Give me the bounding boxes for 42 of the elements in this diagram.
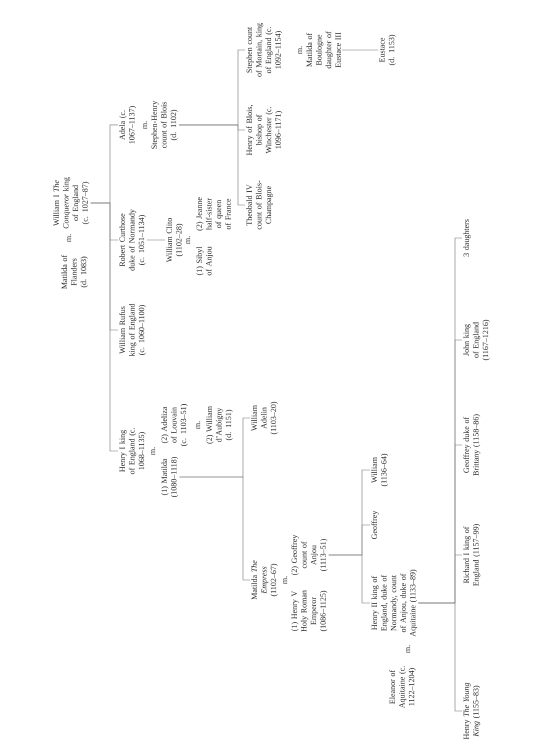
marriage-label: m. — [406, 645, 410, 653]
person-entry: Matilda of Boulogne daughter of Eustace III — [306, 31, 341, 68]
person-entry: (2) William d’Aubigny (d. 1151) — [206, 406, 233, 444]
person-entry: (1) Sibyl of Anjou — [196, 246, 214, 276]
person-entry: Theobald IV count of Blois-Champagne — [246, 180, 273, 230]
person-entry: William (1136–64) — [371, 454, 388, 486]
person-entry: Geoffrey duke of Brittany (1158–86) — [463, 414, 480, 476]
person-entry: Eleanor of Aquitaine (c. 1122–1204) — [389, 666, 416, 708]
person-entry: William Adelin (1103–20) — [251, 402, 278, 434]
person-entry: Stephen count of Mortain, king of England (c. 1092–1154) — [246, 23, 282, 77]
family-line — [179, 418, 250, 478]
person-entry: John king of England (1167–1216) — [463, 320, 490, 360]
person-entry: Geoffrey — [371, 510, 379, 540]
family-line — [418, 238, 462, 604]
person-entry: Henry II king of England, duke of Normandy, count of Anjou, duke of Aquitaine (1133–89) — [371, 570, 418, 637]
person-entry: (2) Jeanne half-sister of queen of France — [196, 197, 231, 231]
marriage-label: m. — [151, 447, 156, 455]
person-entry: Eustace (d. 1153) — [379, 34, 396, 66]
person-entry: William Clito (1102–28) — [166, 218, 184, 262]
person-entry: Adela (c. 1067–1137) — [119, 106, 136, 144]
family-line — [178, 50, 246, 126]
person-entry: Henry The Young King (1155–83) — [463, 682, 480, 740]
person-entry: Stephen-Henry count of Blois (d. 1102) — [151, 100, 178, 149]
person-entry: Robert Curthose duke of Normandy (c. 1051–1134) — [119, 209, 146, 271]
person-entry: (1) Henry V Holy Roman Emperor (1086–1125) — [291, 590, 328, 632]
person-entry: 3 daughters — [463, 219, 471, 256]
marriage-label: m. — [298, 46, 302, 54]
marriage-label: m. — [143, 121, 148, 129]
marriage-label: m. — [186, 236, 190, 244]
family-line — [328, 470, 370, 556]
person-entry: (2) Adeliza of Louvain (c. 1103–51) — [161, 404, 188, 446]
marriage-label: m. — [283, 576, 288, 584]
family-line — [90, 124, 118, 204]
person-entry: (2) Geoffrey count of Anjou (1113–51) — [291, 534, 328, 576]
person-entry: Matilda of Flanders (d. 1083) — [61, 254, 88, 289]
person-entry: Henry I king of England (c. 1068–1135) — [119, 428, 146, 474]
person-entry: Richard I king of England (1157–99) — [463, 524, 480, 586]
person-entry: William Rufus king of England (c. 1060–1100) — [119, 304, 146, 356]
person-entry: Henry of Blois, bishop of Winchester (c. 1096–1171) — [246, 105, 282, 156]
marriage-label: m. — [67, 234, 72, 242]
person-entry: (1) Matilda (1080–1118) — [161, 456, 178, 498]
marriage-label: m. — [196, 421, 200, 429]
